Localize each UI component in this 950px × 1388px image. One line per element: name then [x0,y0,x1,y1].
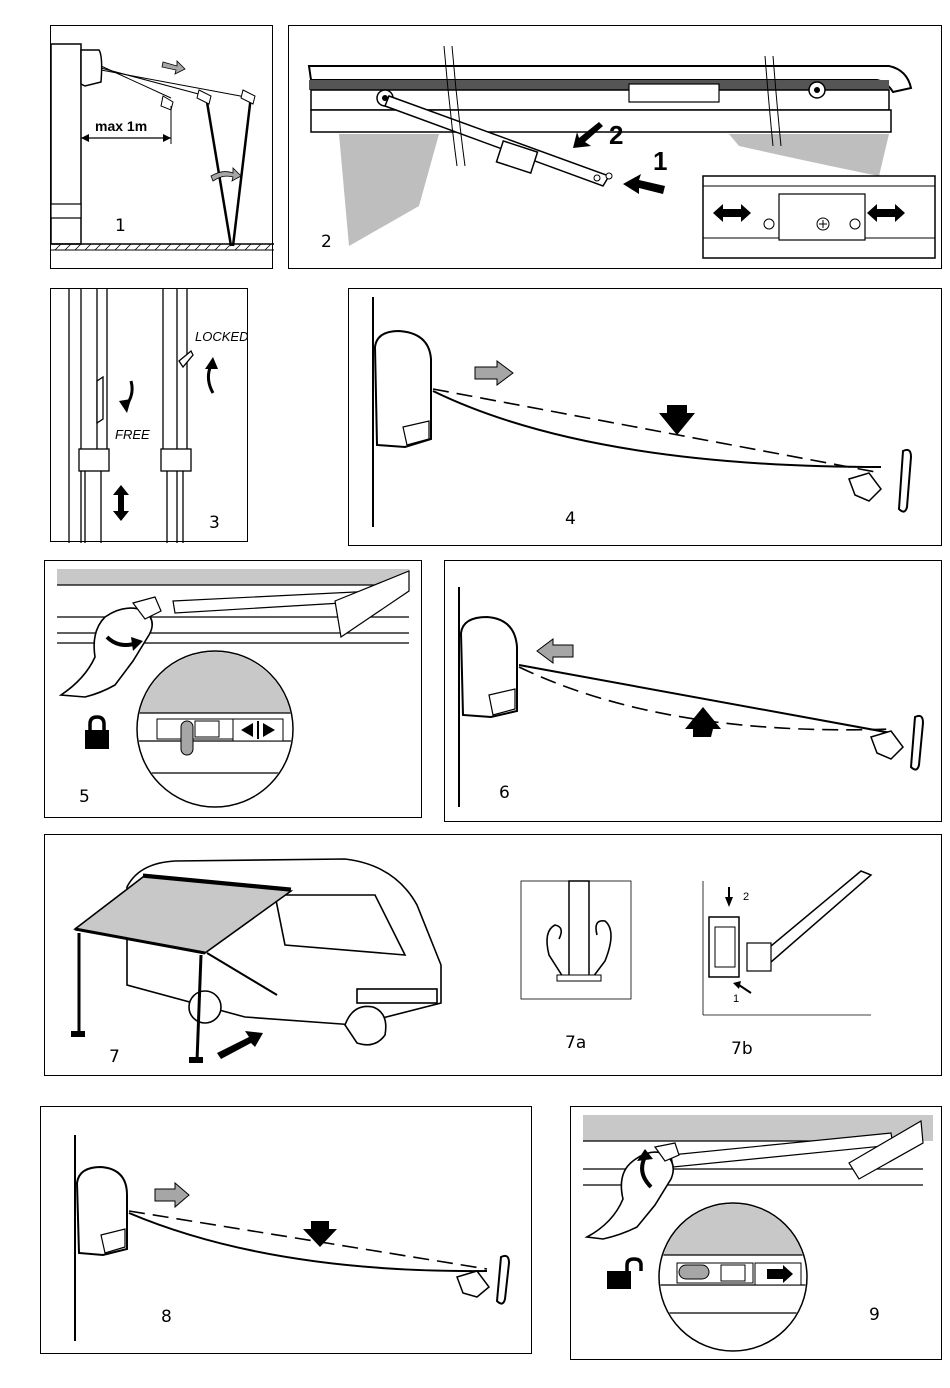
figure-number-5: 5 [79,787,90,807]
figure-9-illustration [571,1107,943,1361]
figure-6-illustration [445,561,943,823]
figure-1-illustration [51,26,274,270]
panel-7: 7 7a 7b 2 1 [44,834,942,1076]
panel-9: 9 [570,1106,942,1360]
figure-number-1: 1 [115,216,126,236]
locked-label: LOCKED [195,329,248,344]
figure-8-illustration [41,1107,533,1355]
figure-5-illustration [45,561,423,819]
figure-number-7b: 7b [731,1039,753,1059]
padlock-unlocked-icon [605,1257,643,1291]
step-2-label: 2 [609,120,623,151]
figure-number-2: 2 [321,232,332,252]
panel-4: 4 [348,288,942,546]
panel-3: LOCKED FREE 3 [50,288,248,542]
max-distance-label: max 1m [95,118,147,134]
figure-4-illustration [349,289,943,547]
figure-number-9: 9 [869,1305,880,1325]
figure-7-illustration [45,835,943,1077]
panel-1: max 1m 1 [50,25,273,269]
step-1-label-7b: 1 [733,993,739,1005]
padlock-locked-icon [83,715,111,751]
figure-number-3: 3 [209,513,220,533]
panel-5: 5 [44,560,422,818]
figure-number-6: 6 [499,783,510,803]
figure-3-illustration [51,289,249,543]
figure-number-4: 4 [565,509,576,529]
panel-8: 8 [40,1106,532,1354]
figure-number-7a: 7a [565,1033,586,1053]
panel-6: 6 [444,560,942,822]
figure-number-7: 7 [109,1047,120,1067]
step-2-label-7b: 2 [743,891,749,903]
figure-number-8: 8 [161,1307,172,1327]
step-1-label: 1 [653,146,667,177]
free-label: FREE [115,427,150,442]
panel-2: 2 1 2 [288,25,942,269]
